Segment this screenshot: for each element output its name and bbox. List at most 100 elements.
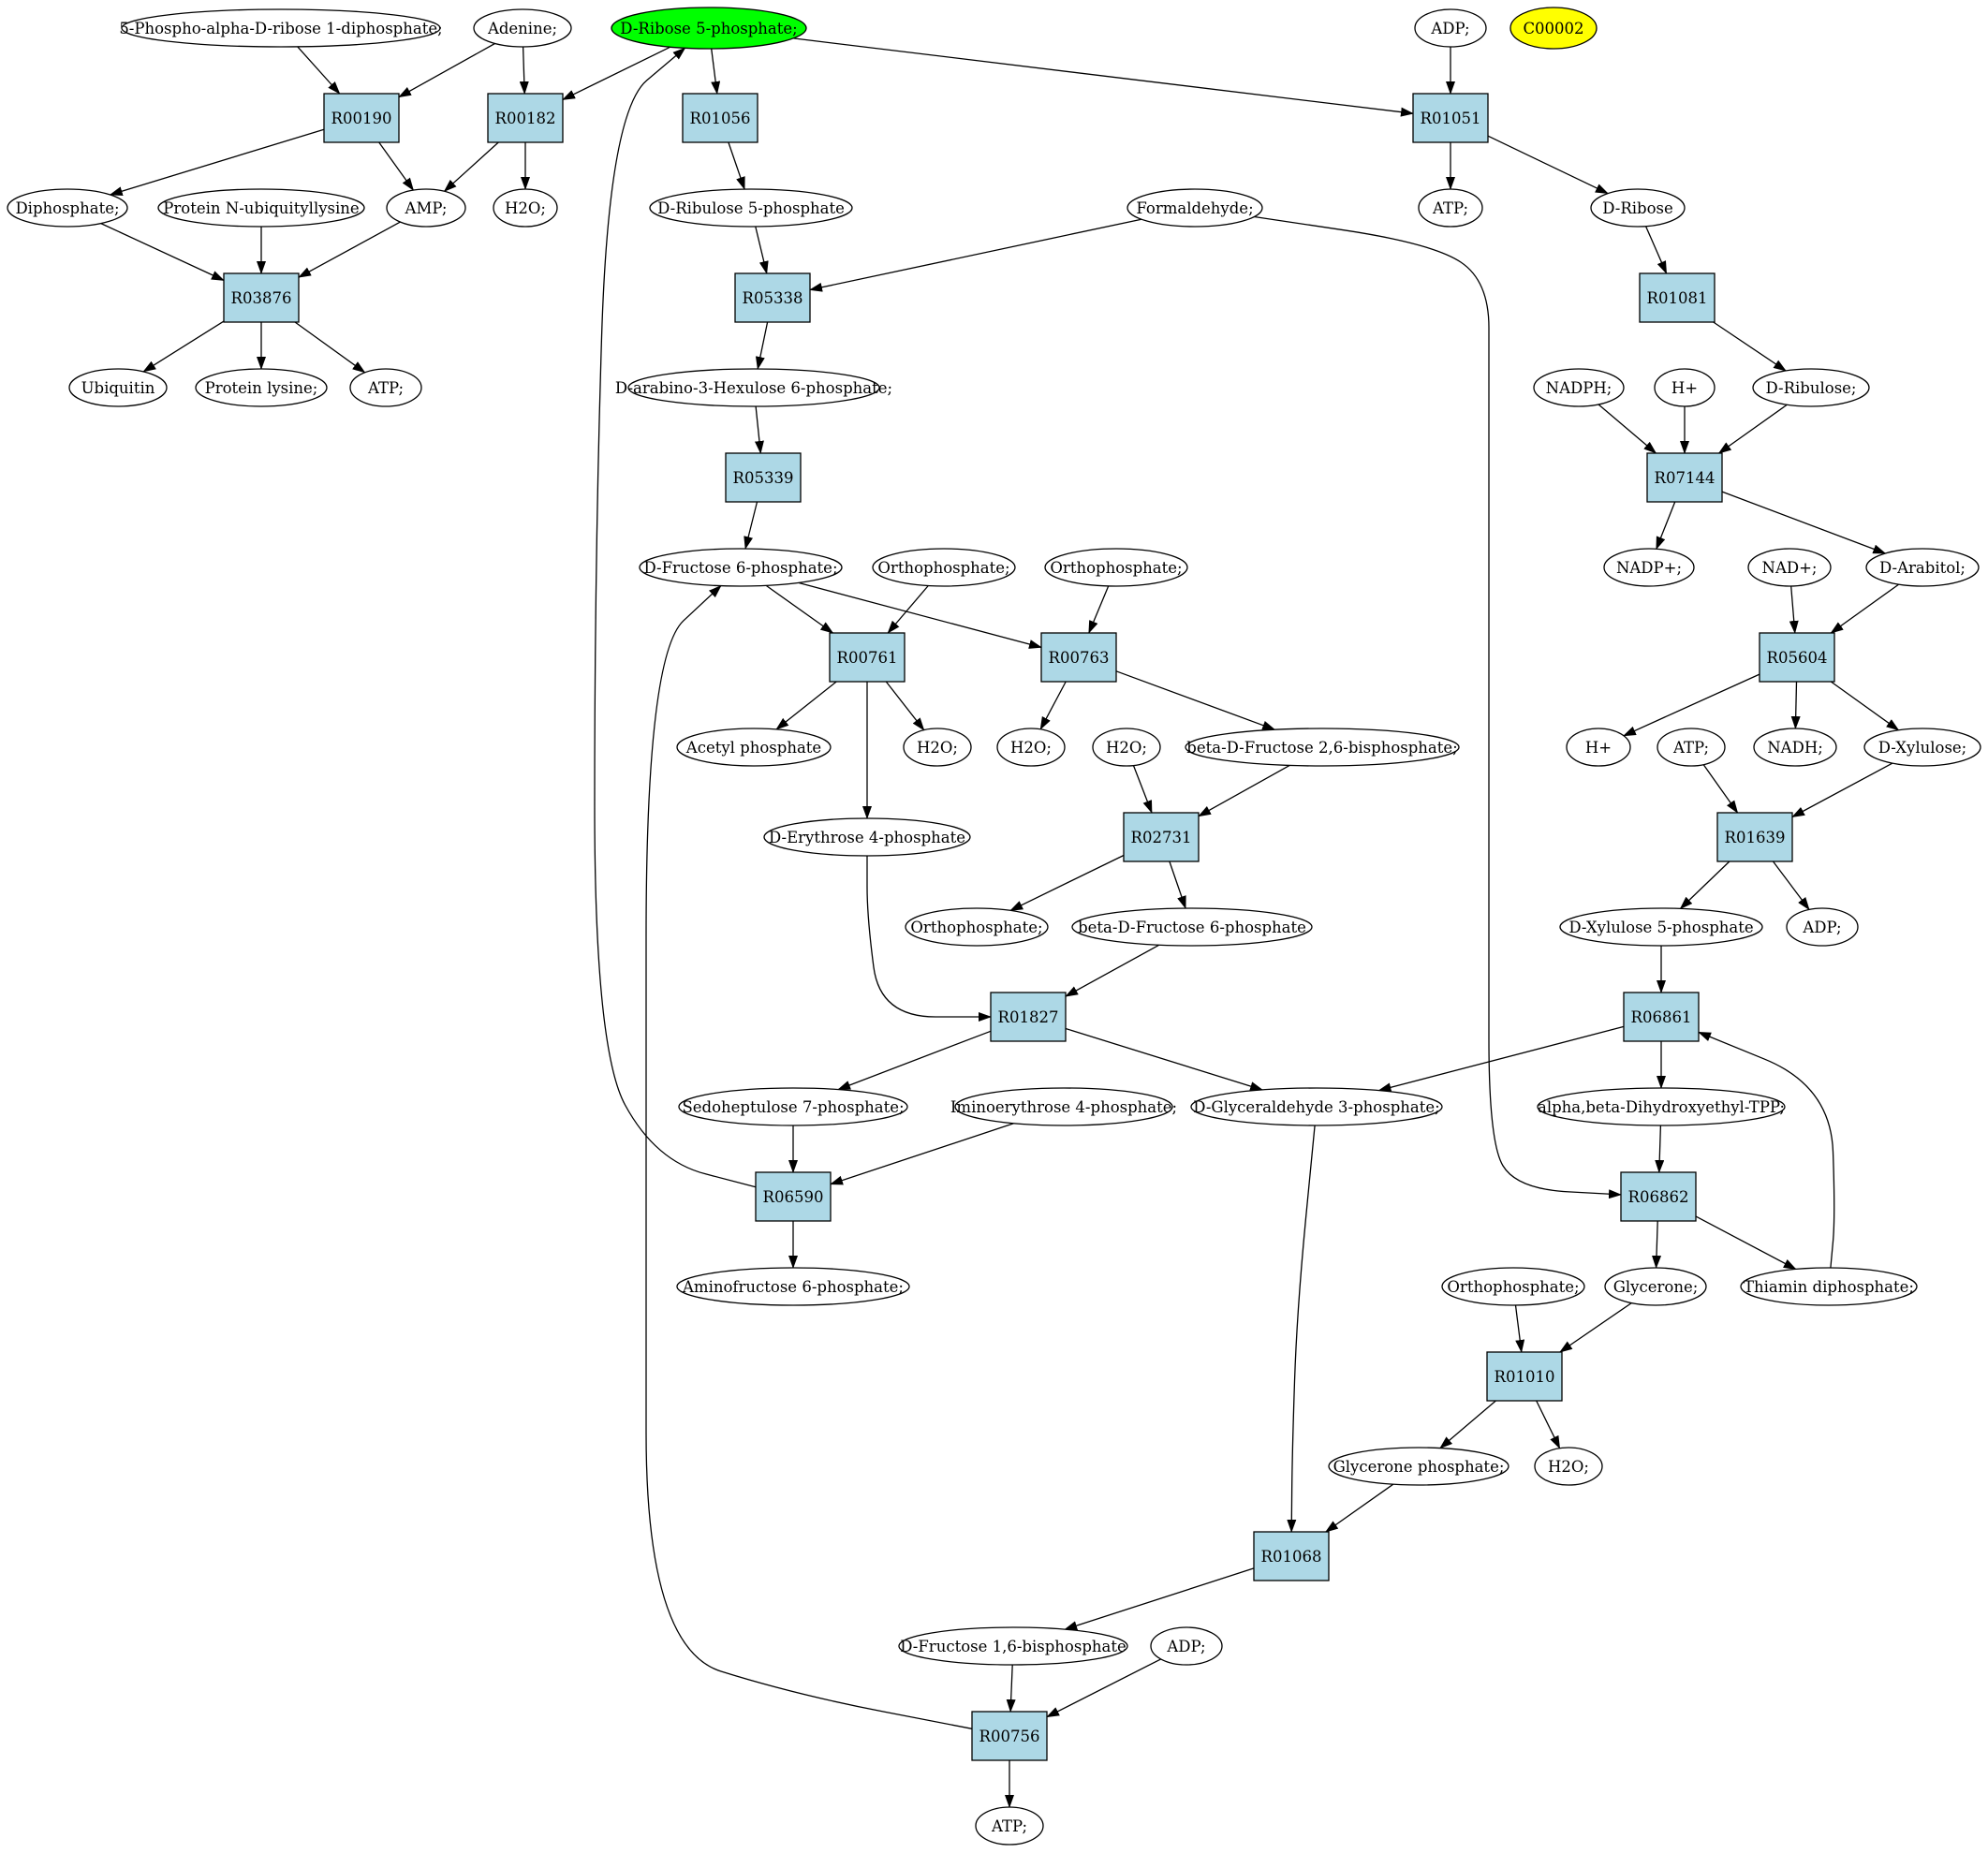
node-label: Orthophosphate; [1447, 1278, 1579, 1296]
nodes: 5-Phospho-alpha-D-ribose 1-diphosphate;A… [7, 7, 1981, 1846]
reaction-node-r_R06862: R06862 [1620, 1171, 1697, 1222]
edge-c_r5p-to-r_R01056 [711, 48, 721, 95]
compound-ellipse [1092, 728, 1161, 767]
edge-c_dhetpp-to-r_R06862 [1655, 1125, 1665, 1173]
compound-ellipse [121, 8, 441, 48]
edge-c_g3p-to-r_R01068 [1287, 1125, 1316, 1533]
compound-ellipse [195, 368, 328, 407]
reaction-box [323, 93, 400, 143]
compound-node-c_fbp: D-Fructose 1,6-bisphosphate [898, 1626, 1128, 1666]
compound-ellipse [1537, 1087, 1786, 1126]
compound-node-c_h2o4: H2O; [1092, 728, 1161, 767]
reaction-box [1253, 1531, 1330, 1581]
compound-node-c_atp4: ATP; [975, 1806, 1044, 1846]
edge-r_R00763-to-c_f26bp [1115, 670, 1276, 730]
compound-node-c_adp1: ADP; [1414, 8, 1487, 48]
node-label: NADH; [1767, 739, 1823, 757]
edge-r_R05339-to-c_f6p [744, 501, 758, 550]
edge-r_R06862-to-c_glycerone [1652, 1220, 1662, 1269]
edge-r_R01056-to-c_ru5p [728, 141, 745, 190]
reaction-box [990, 992, 1067, 1042]
edge-r_R01827-to-c_g3p [1065, 1027, 1264, 1091]
compound-node-c_ru5p: D-Ribulose 5-phosphate [649, 188, 853, 228]
compound-node-c_r5p: D-Ribose 5-phosphate; [611, 7, 807, 50]
reaction-node-r_R00761: R00761 [829, 632, 906, 683]
compound-ellipse [676, 1267, 910, 1306]
compound-ellipse [1654, 368, 1716, 407]
node-label: R00756 [979, 1728, 1040, 1745]
node-label: R01081 [1647, 289, 1708, 307]
compound-node-c_ortho4: Orthophosphate; [1441, 1267, 1585, 1306]
compound-ellipse [1533, 368, 1625, 407]
edge-c_e4p-to-r_R01827 [866, 856, 992, 1022]
compound-node-c_ubiquitin: Ubiquitin [68, 368, 168, 407]
node-label: R00190 [331, 110, 392, 127]
compound-node-c_hplus1: H+ [1654, 368, 1716, 407]
compound-ellipse [1740, 1267, 1918, 1306]
node-label: alpha,beta-Dihydroxyethyl-TPP; [1538, 1098, 1785, 1116]
node-label: ATP; [991, 1817, 1027, 1835]
compound-ellipse [1604, 1267, 1707, 1306]
node-label: ATP; [1432, 199, 1468, 217]
compound-ellipse [1509, 7, 1598, 50]
reaction-box [682, 93, 758, 143]
edge-c_arabitol-to-r_R05604 [1830, 583, 1900, 634]
node-label: D-Ribose 5-phosphate; [620, 20, 797, 37]
node-label: Diphosphate; [15, 199, 119, 217]
compound-ellipse [1752, 368, 1870, 407]
compound-node-c_e4p: D-Erythrose 4-phosphate [763, 817, 971, 857]
node-label: D-Erythrose 4-phosphate [769, 829, 965, 846]
compound-ellipse [1418, 188, 1483, 228]
node-label: R01827 [998, 1008, 1059, 1026]
reaction-node-r_R05339: R05339 [725, 452, 802, 503]
reaction-box [223, 272, 300, 323]
compound-node-c_nadp: NADP+; [1603, 548, 1695, 587]
compound-ellipse [1441, 1267, 1585, 1306]
edge-r_R07144-to-c_arabitol [1721, 491, 1887, 554]
node-label: AMP; [405, 199, 448, 217]
edge-c_glycerone-to-r_R01010 [1559, 1302, 1632, 1353]
edge-c_fbp-to-r_R00756 [1006, 1664, 1016, 1713]
reaction-node-r_R01010: R01010 [1486, 1351, 1563, 1402]
compound-node-c_atp2: ATP; [349, 368, 422, 407]
edge-c_r5p-to-r_R01051 [793, 37, 1414, 117]
reaction-box [1040, 632, 1117, 683]
compound-node-c_f6p: D-Fructose 6-phosphate; [639, 548, 843, 587]
edge-r_R01639-to-c_x5p [1679, 860, 1730, 910]
edge-r_R00190-to-c_amp [378, 141, 414, 191]
compound-ellipse [386, 188, 466, 228]
edges [100, 37, 1900, 1808]
node-label: H+ [1585, 739, 1612, 757]
reaction-node-r_R03876: R03876 [223, 272, 300, 323]
compound-node-c_h2o2: H2O; [903, 728, 972, 767]
edge-r_R05338-to-c_hex6p [755, 321, 769, 370]
edge-r_R00761-to-c_acetylp [775, 681, 837, 730]
reaction-box [829, 632, 906, 683]
compound-ellipse [1185, 728, 1460, 767]
node-label: H2O; [1548, 1458, 1589, 1476]
node-label: D-Xylulose; [1878, 739, 1967, 757]
reaction-node-r_R05604: R05604 [1759, 632, 1835, 683]
reaction-box [1620, 1171, 1697, 1222]
node-label: beta-D-Fructose 6-phosphate [1078, 919, 1306, 936]
edge-r_R06861-to-c_g3p [1377, 1025, 1625, 1093]
compound-ellipse [1190, 1087, 1443, 1126]
node-label: Formaldehyde; [1136, 199, 1253, 217]
compound-node-c_c00002: C00002 [1509, 7, 1598, 50]
compound-ellipse [1863, 728, 1981, 767]
compound-node-c_g3p: D-Glyceraldehyde 3-phosphate; [1190, 1087, 1443, 1126]
compound-ellipse [1865, 548, 1980, 587]
node-label: R06590 [763, 1188, 824, 1206]
reaction-box [487, 93, 564, 143]
node-label: ADP; [1166, 1638, 1205, 1655]
node-label: NADP+; [1616, 559, 1682, 577]
reaction-node-r_R07144: R07144 [1646, 452, 1723, 503]
edge-r_R01639-to-c_adp2 [1772, 860, 1810, 911]
node-label: R06862 [1628, 1188, 1689, 1206]
node-label: D-Ribulose 5-phosphate [657, 199, 845, 217]
edge-c_bf6p-to-r_R01827 [1065, 944, 1160, 997]
reaction-node-r_R01827: R01827 [990, 992, 1067, 1042]
compound-ellipse [1590, 188, 1686, 228]
compound-node-c_ortho1: Orthophosphate; [872, 548, 1016, 587]
compound-node-c_dhetpp: alpha,beta-Dihydroxyethyl-TPP; [1537, 1087, 1786, 1126]
